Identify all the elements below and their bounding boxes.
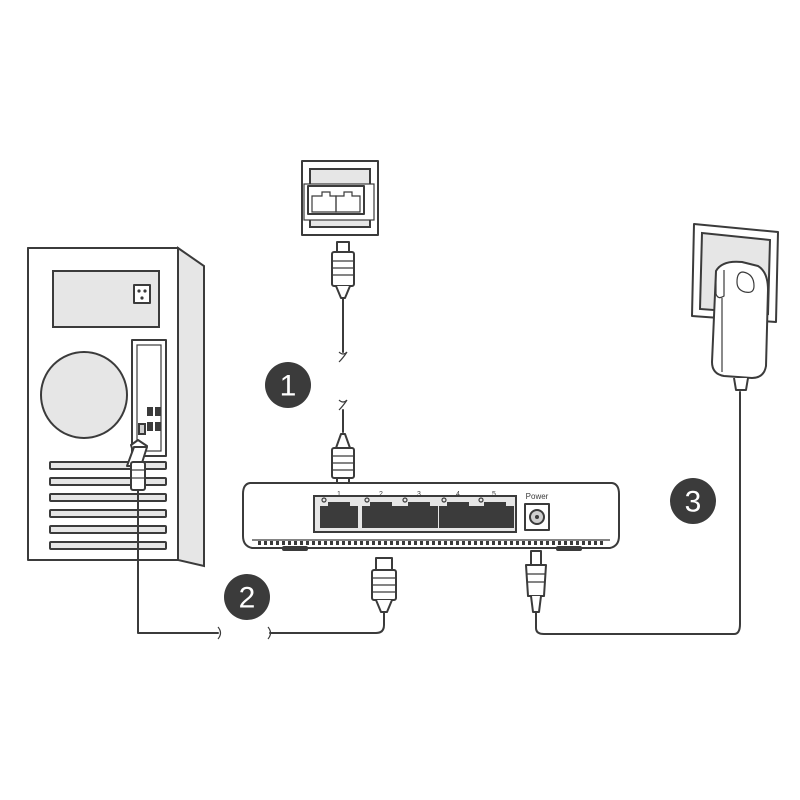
grille-slot [276,541,279,545]
grille-slot [462,541,465,545]
wall-ethernet-jack [301,160,379,236]
grille-slot [318,541,321,545]
router-port-1: 1 [320,491,358,528]
grille-slot [534,541,537,545]
port-1-label: 1 [337,491,341,498]
step-2-badge: 2 [224,574,270,620]
grille-slot [582,541,585,545]
step-3-badge: 3 [670,478,716,524]
grille-slot [564,541,567,545]
port-4-label: 4 [456,491,460,498]
computer-tower [27,246,205,568]
grille-slot [324,541,327,545]
grille-slot [360,541,363,545]
grille-slot [576,541,579,545]
grille-slot [546,541,549,545]
step-2-number: 2 [239,582,256,615]
port-5-label: 5 [492,491,496,498]
grille-slot [306,541,309,545]
ethernet-plug-wall [331,241,355,299]
router-port-5: 5 [476,491,514,528]
grille-slot [450,541,453,545]
grille-slot [420,541,423,545]
grille-slot [396,541,399,545]
grille-slot [522,541,525,545]
grille-slot [348,541,351,545]
grille-slot [288,541,291,545]
grille-slot [474,541,477,545]
router: 1 2 3 4 5 Power [242,482,620,551]
grille-slot [342,541,345,545]
router-grille [258,541,603,545]
grille-slot [528,541,531,545]
router-port-3: 3 [400,491,438,528]
ethernet-plug-computer [126,439,148,491]
grille-slot [384,541,387,545]
grille-slot [414,541,417,545]
grille-slot [444,541,447,545]
power-cable [535,391,741,635]
step-1-badge: 1 [265,362,311,408]
grille-slot [588,541,591,545]
grille-slot [336,541,339,545]
grille-slot [372,541,375,545]
grille-slot [456,541,459,545]
ethernet-cable-2 [137,489,385,640]
router-port-2: 2 [362,491,400,528]
grille-slot [270,541,273,545]
grille-slot [486,541,489,545]
power-adapter [711,260,769,391]
grille-slot [426,541,429,545]
step-3-number: 3 [685,486,702,519]
port-2-label: 2 [379,491,383,498]
grille-slot [468,541,471,545]
grille-slot [516,541,519,545]
ethernet-plug-router-lan [371,557,397,613]
grille-slot [438,541,441,545]
grille-slot [258,541,261,545]
grille-slot [540,541,543,545]
grille-slot [294,541,297,545]
grille-slot [558,541,561,545]
router-power-socket: Power [524,492,550,531]
grille-slot [330,541,333,545]
grille-slot [408,541,411,545]
ethernet-plug-router-wan [331,433,355,491]
power-plug-router [525,550,547,613]
grille-slot [432,541,435,545]
grille-slot [570,541,573,545]
step-1-number: 1 [280,370,297,403]
grille-slot [600,541,603,545]
grille-slot [480,541,483,545]
grille-slot [402,541,405,545]
grille-slot [354,541,357,545]
grille-slot [390,541,393,545]
port-3-label: 3 [417,491,421,498]
grille-slot [366,541,369,545]
grille-slot [282,541,285,545]
grille-slot [264,541,267,545]
router-port-4: 4 [439,491,477,528]
grille-slot [492,541,495,545]
power-label: Power [526,492,549,501]
grille-slot [378,541,381,545]
grille-slot [552,541,555,545]
grille-slot [510,541,513,545]
grille-slot [300,541,303,545]
ethernet-cable-1 [338,297,348,433]
grille-slot [498,541,501,545]
grille-slot [504,541,507,545]
grille-slot [312,541,315,545]
grille-slot [594,541,597,545]
